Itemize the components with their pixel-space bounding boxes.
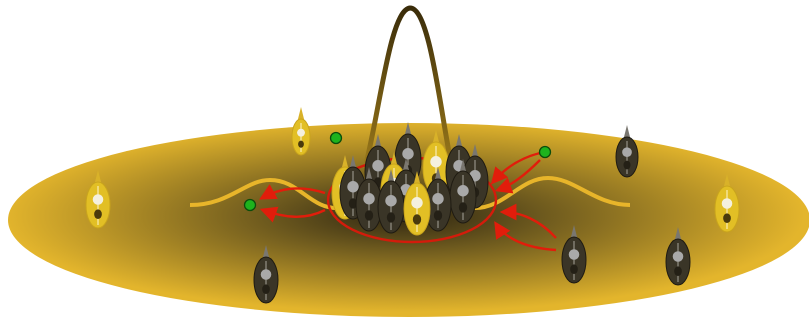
flow-arrow: [259, 184, 326, 200]
flow-arrow: [494, 221, 557, 252]
flow-arrow: [259, 206, 326, 223]
central-peak: [362, 5, 455, 169]
green-dot-marker: [243, 198, 257, 212]
flow-arrows: [259, 151, 557, 252]
light-cell: [714, 174, 740, 233]
dark-cell: [377, 169, 405, 234]
dark-cell: [615, 125, 639, 178]
dark-cell: [355, 167, 383, 232]
dark-cell: [424, 167, 452, 232]
green-dot-marker: [329, 131, 343, 145]
cells: [85, 107, 740, 304]
flow-arrow: [499, 203, 557, 239]
dark-cell: [561, 225, 587, 284]
dark-cell: [665, 227, 691, 286]
light-cell: [403, 171, 431, 236]
flow-arrow: [494, 159, 541, 194]
light-cell: [85, 170, 111, 229]
dark-cell: [253, 245, 279, 304]
green-dot-marker: [538, 145, 552, 159]
markers: [243, 131, 552, 212]
light-cell: [291, 107, 311, 156]
